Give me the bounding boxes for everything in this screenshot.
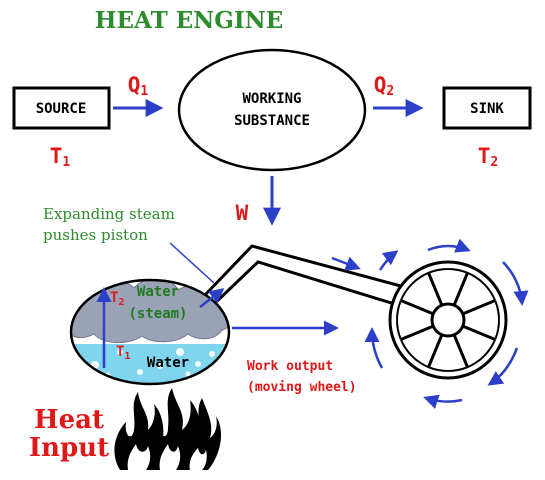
t1-label: T1 <box>116 344 130 362</box>
rod-motion-arrow-icon <box>331 256 361 271</box>
rotation-arrow-icon <box>427 238 471 253</box>
steam-expand-arrow-icon <box>199 288 225 308</box>
work-output-line1: Work output <box>247 359 333 374</box>
working-substance-line1: WORKING <box>242 91 301 107</box>
work-label: W <box>236 201 249 225</box>
wheel-spoke <box>400 299 434 316</box>
source-box: SOURCE <box>12 86 111 130</box>
rotation-arrow-icon <box>378 250 399 271</box>
connecting-rod <box>203 244 441 320</box>
steam-label-line2: (steam) <box>128 306 187 322</box>
source-label: SOURCE <box>36 101 87 117</box>
wheel-spoke <box>452 272 469 306</box>
rotation-arrow-icon <box>487 347 519 386</box>
q2-label: Q2 <box>374 73 394 99</box>
source-temperature: T1 <box>50 144 71 170</box>
diagram-title: HEAT ENGINE <box>95 7 283 34</box>
rotation-arrow-icon <box>502 261 529 306</box>
sink-box: SINK <box>442 86 532 130</box>
work-output-line2: (moving wheel) <box>247 380 357 395</box>
annotation-pointer <box>169 242 215 284</box>
rotation-arrow-icon <box>364 327 384 369</box>
wheel-icon <box>388 260 508 380</box>
steam-label-line1: Water <box>137 284 179 300</box>
wheel-spoke <box>427 334 444 368</box>
annotation-line1: Expanding steam <box>43 205 175 223</box>
water-label: Water <box>147 355 189 371</box>
wheel-spoke <box>427 272 444 306</box>
t2-label: T2 <box>110 290 124 308</box>
wheel-spoke <box>462 299 496 316</box>
annotation-line2: pushes piston <box>43 226 148 244</box>
rotation-arrow-icon <box>423 394 463 409</box>
wheel-spoke <box>462 324 496 341</box>
heat-input-line1: Heat <box>34 405 104 435</box>
q1-label: Q1 <box>128 73 149 99</box>
sink-temperature: T2 <box>478 144 498 170</box>
rotation-arrows <box>364 238 529 409</box>
working-substance-line2: SUBSTANCE <box>234 113 310 129</box>
flame-icon <box>114 388 222 470</box>
heat-input-line2: Input <box>29 433 109 463</box>
sink-label: SINK <box>470 101 504 117</box>
working-substance: WORKING SUBSTANCE <box>177 48 367 172</box>
wheel-spoke <box>400 324 434 341</box>
wheel-spoke <box>452 334 469 368</box>
